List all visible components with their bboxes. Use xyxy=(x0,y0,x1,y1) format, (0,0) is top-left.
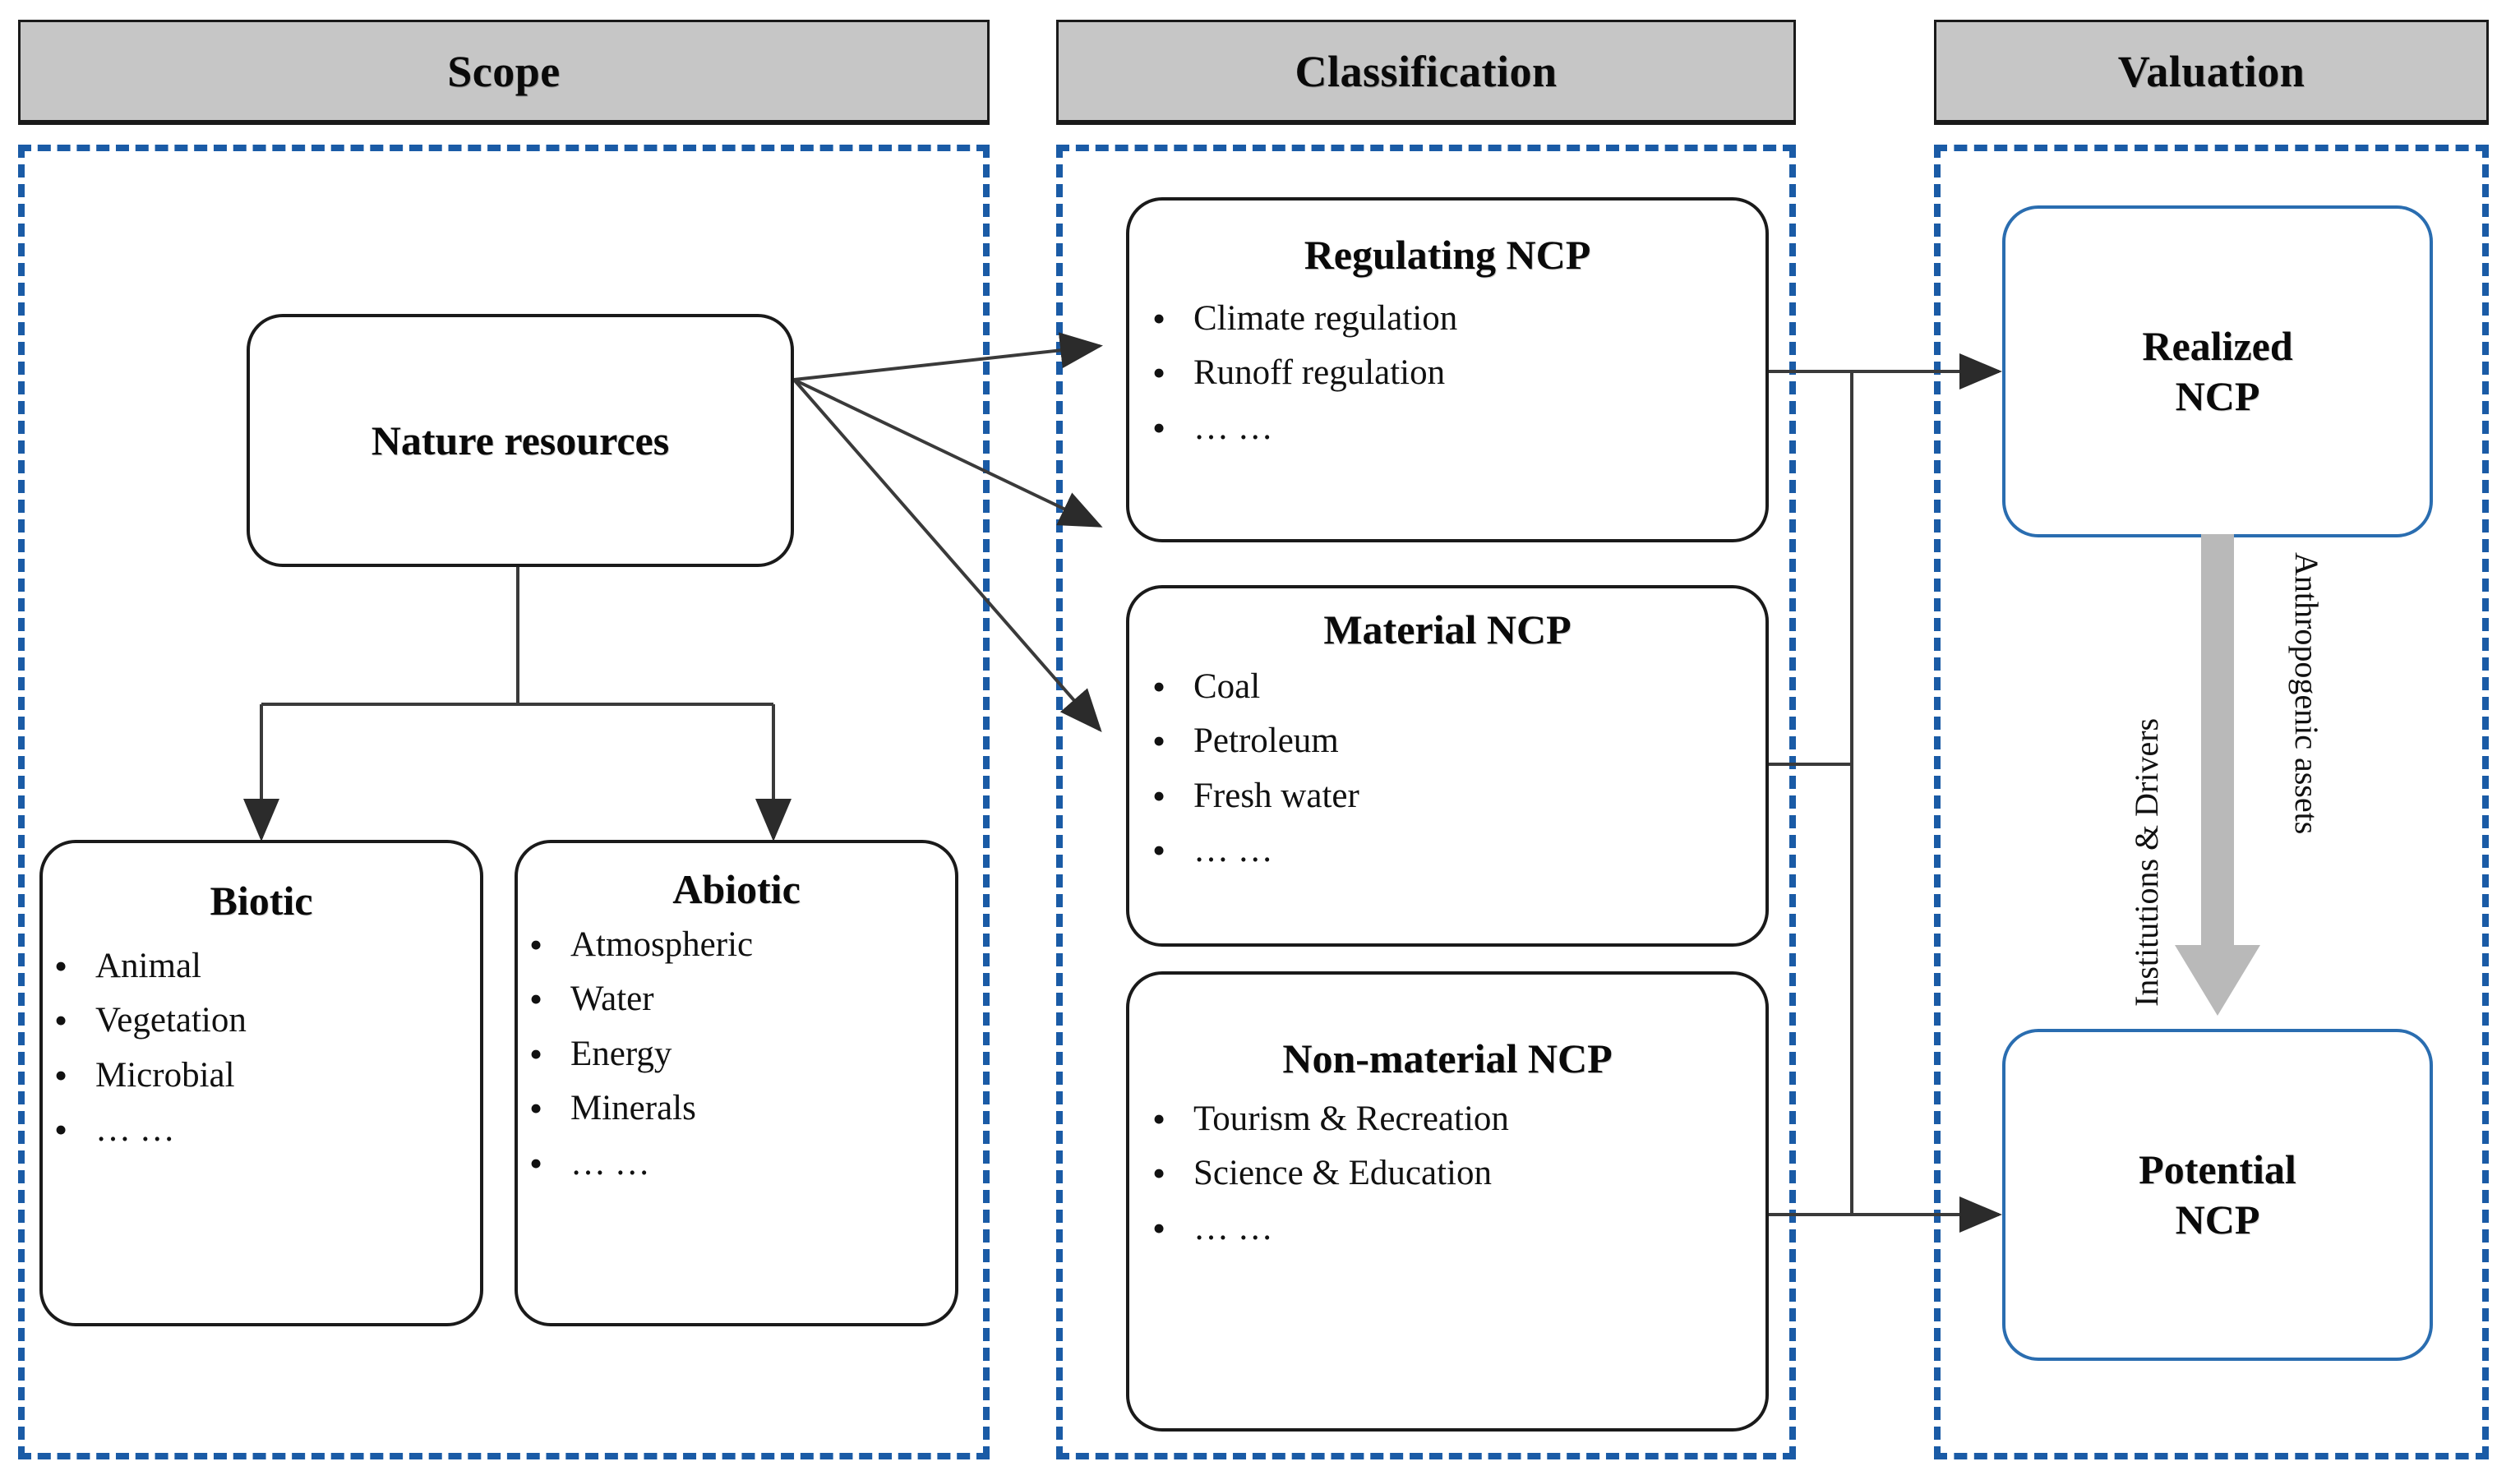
list-item: Climate regulation xyxy=(1141,296,1765,343)
panel-header-scope: Scope xyxy=(18,20,990,125)
node-potential-ncp-line2: NCP xyxy=(2175,1196,2260,1243)
list-item: Coal xyxy=(1141,664,1765,711)
list-item: … … xyxy=(43,1107,480,1154)
list-item: Microbial xyxy=(43,1053,480,1100)
material-ncp-list: Coal Petroleum Fresh water … … xyxy=(1129,664,1765,874)
panel-frame-scope xyxy=(18,145,990,1459)
node-potential-ncp-title: Potential NCP xyxy=(2139,1145,2296,1245)
node-regulating-ncp[interactable]: Regulating NCP Climate regulation Runoff… xyxy=(1126,197,1769,542)
panel-frame-valuation xyxy=(1934,145,2489,1459)
panel-title-classification: Classification xyxy=(1295,46,1558,96)
list-item: Atmospheric xyxy=(518,922,955,969)
down-arrow-icon xyxy=(2175,534,2260,1016)
node-abiotic-title: Abiotic xyxy=(672,866,801,912)
node-nature-resources-title: Nature resources xyxy=(371,417,670,463)
node-non-material-ncp[interactable]: Non-material NCP Tourism & Recreation Sc… xyxy=(1126,971,1769,1432)
node-realized-ncp-line1: Realized xyxy=(2142,323,2293,369)
list-item: … … xyxy=(518,1141,955,1187)
list-item: … … xyxy=(1141,828,1765,874)
node-biotic-title: Biotic xyxy=(210,878,313,924)
list-item: Energy xyxy=(518,1031,955,1078)
list-item: Water xyxy=(518,976,955,1023)
panel-title-scope: Scope xyxy=(447,46,561,96)
list-item: … … xyxy=(1141,405,1765,452)
abiotic-list: Atmospheric Water Energy Minerals … … xyxy=(518,922,955,1187)
node-realized-ncp-line2: NCP xyxy=(2175,373,2260,419)
label-anthropogenic-assets: Anthropogenic assets xyxy=(2288,552,2325,835)
node-abiotic[interactable]: Abiotic Atmospheric Water Energy Mineral… xyxy=(515,840,958,1326)
list-item: Science & Education xyxy=(1141,1150,1765,1197)
panel-title-valuation: Valuation xyxy=(2117,46,2305,96)
node-non-material-ncp-title: Non-material NCP xyxy=(1282,1035,1613,1081)
label-institutions-drivers: Institutions & Drivers xyxy=(2128,717,2165,1007)
panel-header-classification: Classification xyxy=(1056,20,1796,125)
list-item: Vegetation xyxy=(43,998,480,1044)
biotic-list: Animal Vegetation Microbial … … xyxy=(43,943,480,1154)
non-material-ncp-list: Tourism & Recreation Science & Education… xyxy=(1129,1096,1765,1252)
list-item: Runoff regulation xyxy=(1141,350,1765,397)
node-potential-ncp-line1: Potential xyxy=(2139,1146,2296,1192)
list-item: Petroleum xyxy=(1141,718,1765,765)
list-item: … … xyxy=(1141,1206,1765,1252)
list-item: Animal xyxy=(43,943,480,990)
regulating-ncp-list: Climate regulation Runoff regulation … … xyxy=(1129,296,1765,452)
node-regulating-ncp-title: Regulating NCP xyxy=(1304,232,1591,278)
node-realized-ncp[interactable]: Realized NCP xyxy=(2002,205,2433,537)
node-nature-resources[interactable]: Nature resources xyxy=(247,314,794,567)
panel-header-valuation: Valuation xyxy=(1934,20,2489,125)
node-potential-ncp[interactable]: Potential NCP xyxy=(2002,1029,2433,1361)
node-realized-ncp-title: Realized NCP xyxy=(2142,321,2292,422)
node-material-ncp-title: Material NCP xyxy=(1323,606,1572,652)
list-item: Fresh water xyxy=(1141,773,1765,820)
panel-frame-classification xyxy=(1056,145,1796,1459)
list-item: Minerals xyxy=(518,1086,955,1132)
node-material-ncp[interactable]: Material NCP Coal Petroleum Fresh water … xyxy=(1126,585,1769,947)
list-item: Tourism & Recreation xyxy=(1141,1096,1765,1143)
node-biotic[interactable]: Biotic Animal Vegetation Microbial … … xyxy=(39,840,483,1326)
